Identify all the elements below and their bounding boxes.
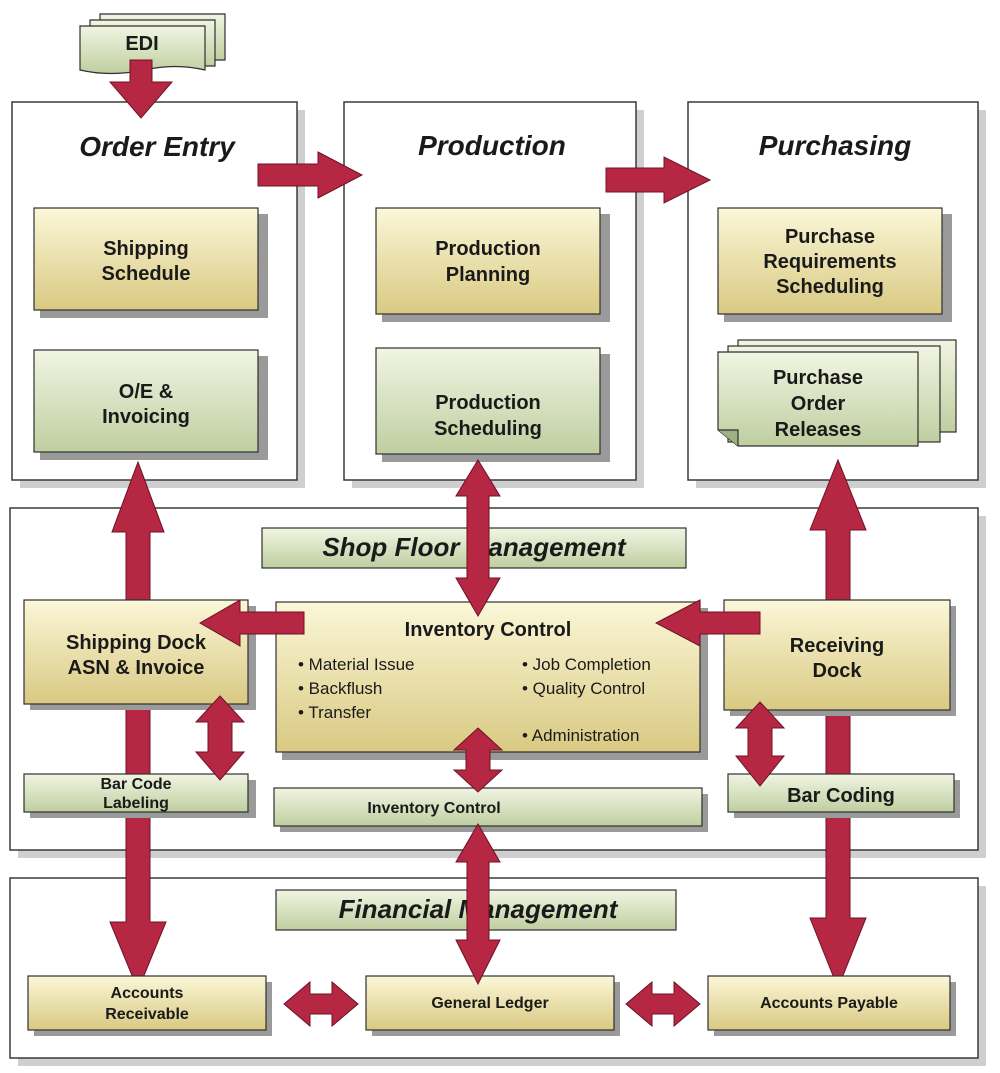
inventory-item-transfer: • Transfer: [298, 703, 371, 722]
inventory-item-job-completion: • Job Completion: [522, 655, 651, 674]
order-to-production-arrow: [257, 151, 364, 199]
accounts-receivable-box: Accounts Receivable: [27, 975, 272, 1036]
oe-invoicing-line2: Invoicing: [102, 406, 190, 428]
purchasing-title: Purchasing: [759, 130, 911, 161]
production-planning-box: Production Planning: [375, 207, 610, 322]
receivable-ledger-double-arrow: [283, 980, 359, 1028]
receiving-barcode-double-arrow: [734, 701, 786, 787]
right-down-arrow: [809, 705, 867, 990]
inventory-to-shipping-arrow: [198, 599, 305, 647]
inventory-item-administration: • Administration: [522, 726, 639, 745]
receiving-dock-box: Receiving Dock: [723, 599, 956, 716]
receiving-dock-line2: Dock: [813, 660, 863, 682]
shipping-schedule-line1: Shipping: [103, 238, 189, 260]
production-scheduling-line1: Production: [435, 392, 541, 414]
production-title: Production: [418, 130, 566, 161]
production-inventory-double-arrow: [455, 459, 501, 617]
purchase-requirements-line2: Requirements: [763, 251, 896, 273]
purchase-order-releases-line2: Order: [791, 393, 846, 415]
purchase-order-releases-line1: Purchase: [773, 367, 863, 389]
accounts-receivable-line1: Accounts: [111, 985, 184, 1002]
production-planning-line1: Production: [435, 238, 541, 260]
bar-code-labeling-line2: Labeling: [103, 795, 169, 812]
purchase-order-releases-stack: Purchase Order Releases: [717, 339, 957, 447]
inventory-control-title: Inventory Control: [405, 619, 572, 641]
inventory-control-bar: Inventory Control: [273, 787, 708, 832]
shipping-schedule-box: Shipping Schedule: [33, 207, 268, 318]
inventory-item-backflush: • Backflush: [298, 679, 382, 698]
receiving-dock-line1: Receiving: [790, 635, 884, 657]
order-entry-title: Order Entry: [79, 131, 236, 162]
purchase-order-releases-line3: Releases: [775, 419, 862, 441]
inventory-item-material-issue: • Material Issue: [298, 655, 415, 674]
oe-invoicing-box: O/E & Invoicing: [33, 349, 268, 460]
shipping-dock-line2: ASN & Invoice: [68, 657, 205, 679]
bar-code-labeling-box: Bar Code Labeling: [23, 773, 256, 818]
shipping-dock-line1: Shipping Dock: [66, 632, 207, 654]
shipping-barcode-double-arrow: [194, 695, 246, 781]
bar-coding-label: Bar Coding: [787, 785, 895, 807]
edi-down-arrow: [108, 59, 174, 119]
inventory-control-box: Inventory Control • Material Issue • Bac…: [275, 601, 708, 760]
inventory-control-bar-label: Inventory Control: [367, 800, 500, 817]
bar-code-labeling-line1: Bar Code: [100, 776, 171, 793]
left-down-arrow: [109, 699, 167, 992]
purchase-requirements-box: Purchase Requirements Scheduling: [717, 207, 952, 322]
general-ledger-box: General Ledger: [365, 975, 620, 1036]
inventory-item-quality-control: • Quality Control: [522, 679, 645, 698]
shipping-schedule-line2: Schedule: [102, 263, 191, 285]
purchase-requirements-line3: Scheduling: [776, 276, 884, 298]
production-planning-line2: Planning: [446, 264, 530, 286]
bar-coding-box: Bar Coding: [727, 773, 960, 818]
oe-invoicing-line1: O/E &: [119, 381, 173, 403]
inventory-ledger-double-arrow: [455, 823, 501, 986]
general-ledger-label: General Ledger: [431, 995, 548, 1012]
accounts-payable-label: Accounts Payable: [760, 995, 898, 1012]
inventory-inner-double-arrow: [452, 727, 504, 793]
accounts-receivable-line2: Receivable: [105, 1006, 189, 1023]
ledger-payable-double-arrow: [625, 980, 701, 1028]
edi-document: EDI: [79, 13, 226, 75]
receiving-to-inventory-arrow: [654, 599, 761, 647]
production-to-purchasing-arrow: [605, 156, 712, 204]
purchase-requirements-line1: Purchase: [785, 226, 875, 248]
production-scheduling-box: Production Scheduling: [375, 347, 610, 462]
production-scheduling-line2: Scheduling: [434, 418, 542, 440]
accounts-payable-box: Accounts Payable: [707, 975, 956, 1036]
edi-label: EDI: [125, 33, 158, 55]
